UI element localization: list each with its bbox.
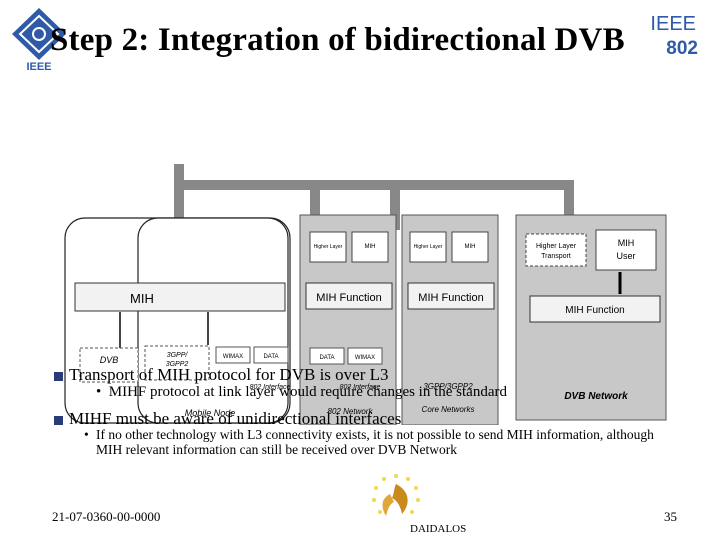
sub-bullet-2-text: If no other technology with L3 connectiv… [96,427,654,457]
svg-text:WIMAX: WIMAX [223,354,243,360]
svg-text:3GPP2: 3GPP2 [166,361,189,368]
svg-text:DATA: DATA [263,354,278,360]
svg-text:Higher Layer: Higher Layer [536,243,577,250]
svg-text:MIH: MIH [618,238,635,248]
svg-text:User: User [616,251,635,261]
footer-doc-id: 21-07-0360-00-0000 [52,509,161,524]
svg-text:Mobile Node: Mobile Node [185,408,236,418]
svg-text:Higher Layer: Higher Layer [314,244,343,250]
svg-text:IEEE: IEEE [26,61,51,72]
bullet-1: Transport of MIH protocol for DVB is ove… [54,365,389,385]
svg-text:802 Interface: 802 Interface [340,384,381,391]
slide-title: Step 2: Integration of bidirectional DVB [50,22,625,58]
dot-icon: • [96,384,109,400]
svg-text:MIH: MIH [130,291,154,306]
svg-text:3GPP/3GPP2: 3GPP/3GPP2 [423,382,473,391]
daidalos-logo [356,470,436,530]
svg-text:DVB Network: DVB Network [564,391,628,402]
svg-text:3GPP/: 3GPP/ [167,352,189,359]
bullet-square-icon [54,371,63,381]
svg-text:802: 802 [666,38,698,59]
bullet-square-icon [54,415,63,425]
bullet-1-text: Transport of MIH protocol for DVB is ove… [69,365,389,384]
sub-bullet-1: • MIHF protocol at link layer would requ… [96,384,507,401]
architecture-diagram: MIH Higher Layer MIH Higher Layer MIH MI… [60,160,670,426]
svg-text:MIH Function: MIH Function [418,292,483,304]
svg-text:Transport: Transport [541,253,571,260]
sub-bullet-2: • If no other technology with L3 connecti… [84,427,656,457]
sub-bullet-1-text: MIHF protocol at link layer would requir… [108,384,507,400]
svg-text:IEEE: IEEE [650,13,696,35]
ieee-logo-left: IEEE [8,6,70,73]
svg-text:WIMAX: WIMAX [355,355,375,361]
svg-text:Higher Layer: Higher Layer [414,244,443,250]
ieee-802-logo: IEEE 802 [636,8,704,60]
svg-text:802 Network: 802 Network [328,407,374,416]
daidalos-label: DAIDALOS [410,523,467,535]
svg-text:MIH: MIH [465,244,476,250]
bullet-2-text: MIHF must be aware of unidirectional int… [69,409,402,428]
svg-text:DATA: DATA [319,355,334,361]
svg-text:Core Networks: Core Networks [422,405,475,414]
svg-text:DVB: DVB [100,355,119,365]
svg-text:802 Interface: 802 Interface [250,384,291,391]
svg-text:MIH: MIH [365,244,376,250]
page-number: 35 [664,509,677,524]
svg-text:MIH Function: MIH Function [565,305,624,316]
bullet-2: MIHF must be aware of unidirectional int… [54,409,401,429]
dot-icon: • [84,427,89,442]
svg-text:MIH Function: MIH Function [316,292,381,304]
